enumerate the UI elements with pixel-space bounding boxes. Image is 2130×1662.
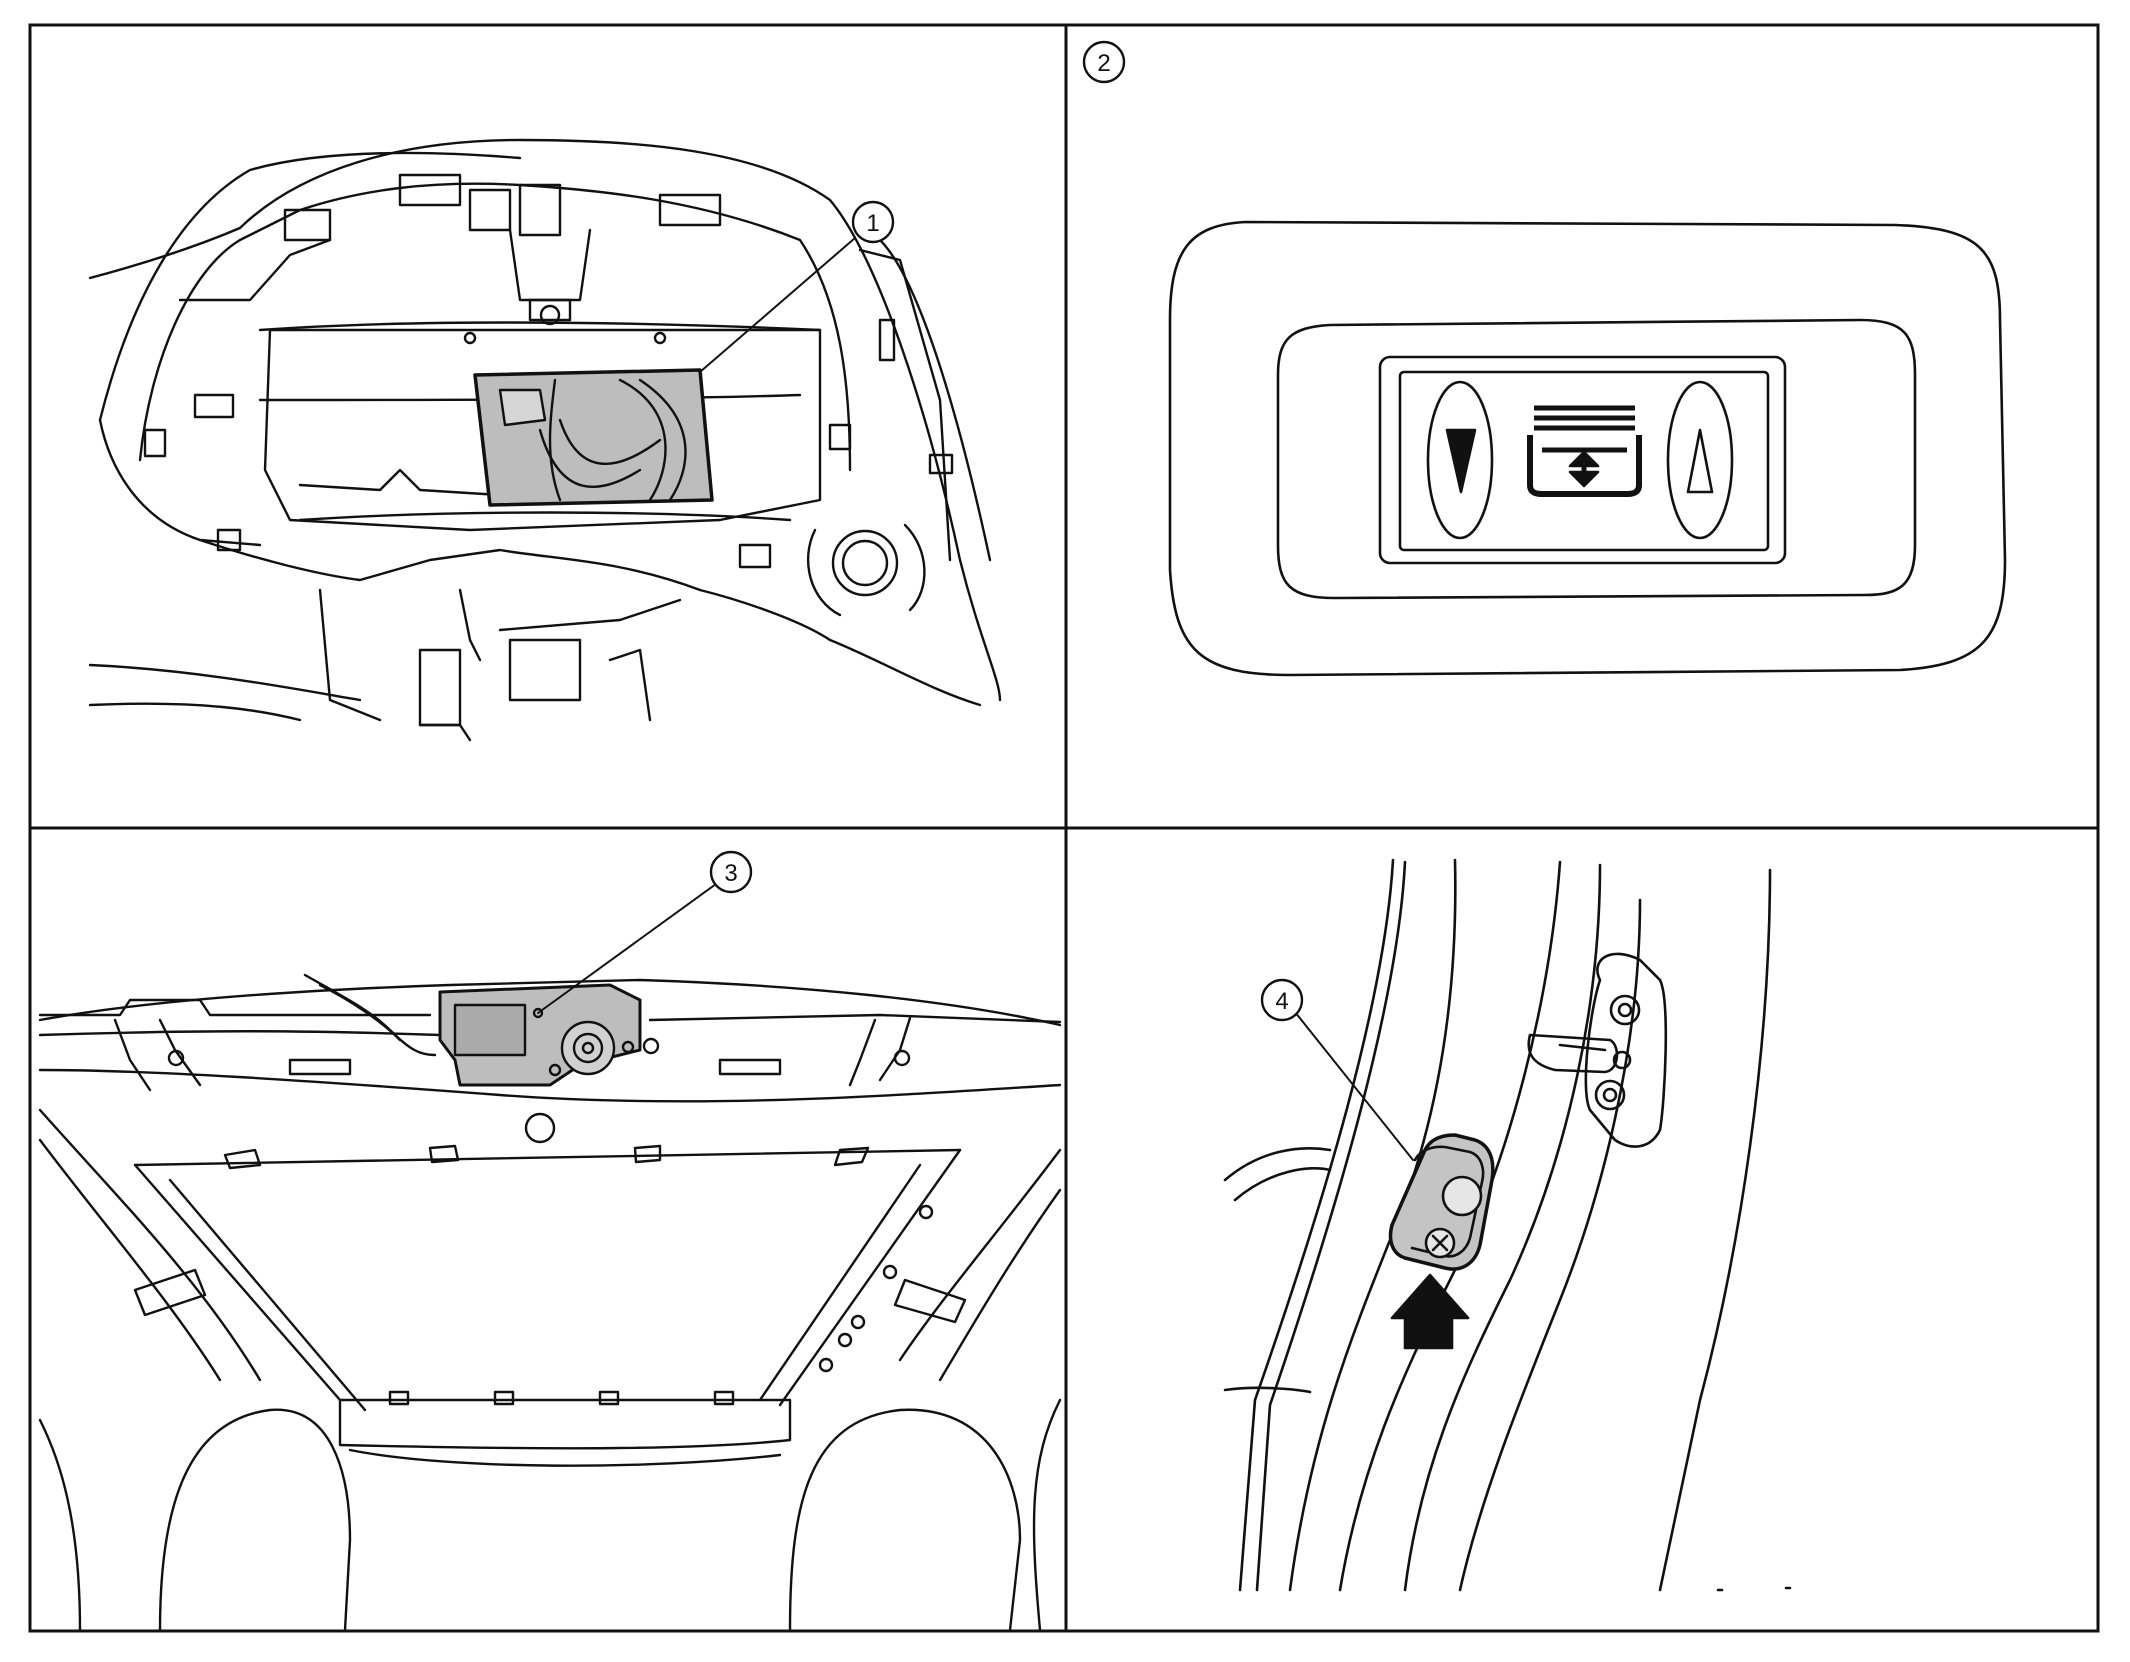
callout-3: 3 bbox=[709, 850, 753, 894]
switch-plate-outer bbox=[1378, 355, 1787, 565]
arrow-up-icon bbox=[1390, 1273, 1470, 1350]
open-button[interactable] bbox=[1666, 380, 1734, 540]
panel-2-sunshade-switch bbox=[1168, 220, 2007, 677]
callout-4-label: 4 bbox=[1275, 988, 1288, 1015]
panel-1-dashboard-cavity bbox=[88, 138, 1002, 742]
callout-2-label: 2 bbox=[1097, 50, 1110, 77]
panel-grid bbox=[28, 23, 2100, 1633]
callout-2-circle bbox=[1082, 40, 1126, 84]
panel-3-roof-motor bbox=[38, 883, 1062, 1632]
close-button[interactable] bbox=[1426, 380, 1494, 540]
callout-1-circle bbox=[851, 200, 895, 244]
callout-3-circle bbox=[709, 850, 753, 894]
switch-plate-inner bbox=[1398, 370, 1770, 552]
callout-2: 2 bbox=[1082, 40, 1126, 84]
callout-1: 1 bbox=[851, 200, 895, 244]
callout-3-label: 3 bbox=[724, 860, 737, 887]
panel-4-door-switch bbox=[1223, 858, 1792, 1592]
callout-1-label: 1 bbox=[866, 210, 879, 237]
switch-housing bbox=[1276, 318, 1917, 600]
sunshade-open-close-icon bbox=[1527, 405, 1642, 497]
callout-4: 4 bbox=[1260, 978, 1304, 1022]
up-arrow-icon bbox=[1686, 428, 1714, 494]
switch-bezel bbox=[1168, 220, 2007, 677]
callout-4-circle bbox=[1260, 978, 1304, 1022]
down-arrow-icon bbox=[1445, 428, 1477, 494]
